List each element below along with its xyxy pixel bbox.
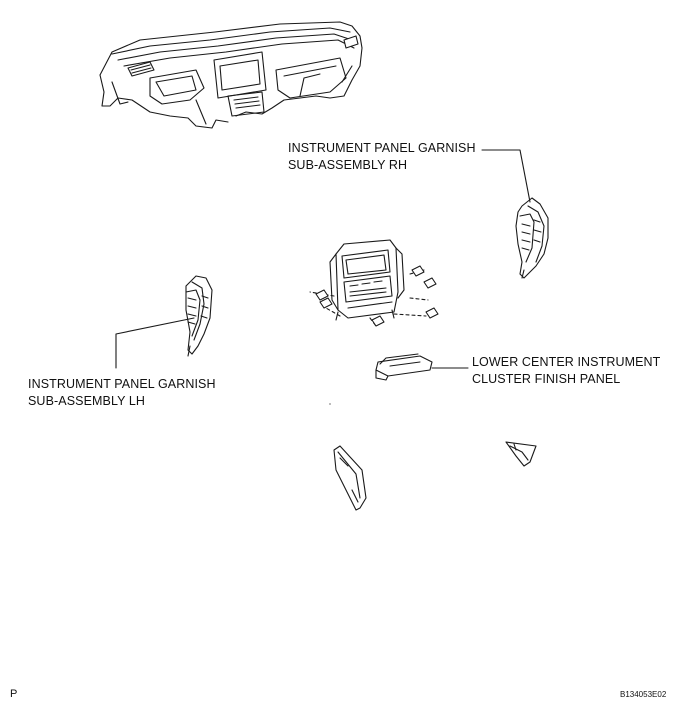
lower-center-panel-label-line1: LOWER CENTER INSTRUMENT (472, 355, 661, 369)
lh-garnish-label: INSTRUMENT PANEL GARNISH SUB-ASSEMBLY LH (28, 376, 216, 410)
lh-leader-line (115, 317, 195, 369)
lower-center-finish-panel-part (376, 354, 432, 380)
lower-left-panel-part (334, 446, 366, 510)
rh-leader-line (481, 149, 531, 203)
screw-set (309, 265, 439, 327)
lh-garnish-label-line1: INSTRUMENT PANEL GARNISH (28, 377, 216, 391)
rh-garnish-label-line2: SUB-ASSEMBLY RH (288, 158, 408, 172)
rh-garnish-label-line1: INSTRUMENT PANEL GARNISH (288, 141, 476, 155)
page-mark: P (10, 688, 18, 700)
lh-garnish-label-line2: SUB-ASSEMBLY LH (28, 394, 146, 408)
figure-code: B134053E02 (620, 690, 667, 699)
dashboard-assembly (100, 22, 362, 128)
rh-garnish-label: INSTRUMENT PANEL GARNISH SUB-ASSEMBLY RH (288, 140, 476, 174)
rh-garnish-part (516, 198, 548, 278)
lower-right-panel-part (506, 442, 536, 466)
center-audio-unit (330, 240, 404, 320)
lh-garnish-part (186, 276, 212, 356)
lower-center-panel-label-line2: CLUSTER FINISH PANEL (472, 372, 621, 386)
lower-center-panel-label: LOWER CENTER INSTRUMENT CLUSTER FINISH P… (472, 354, 660, 388)
